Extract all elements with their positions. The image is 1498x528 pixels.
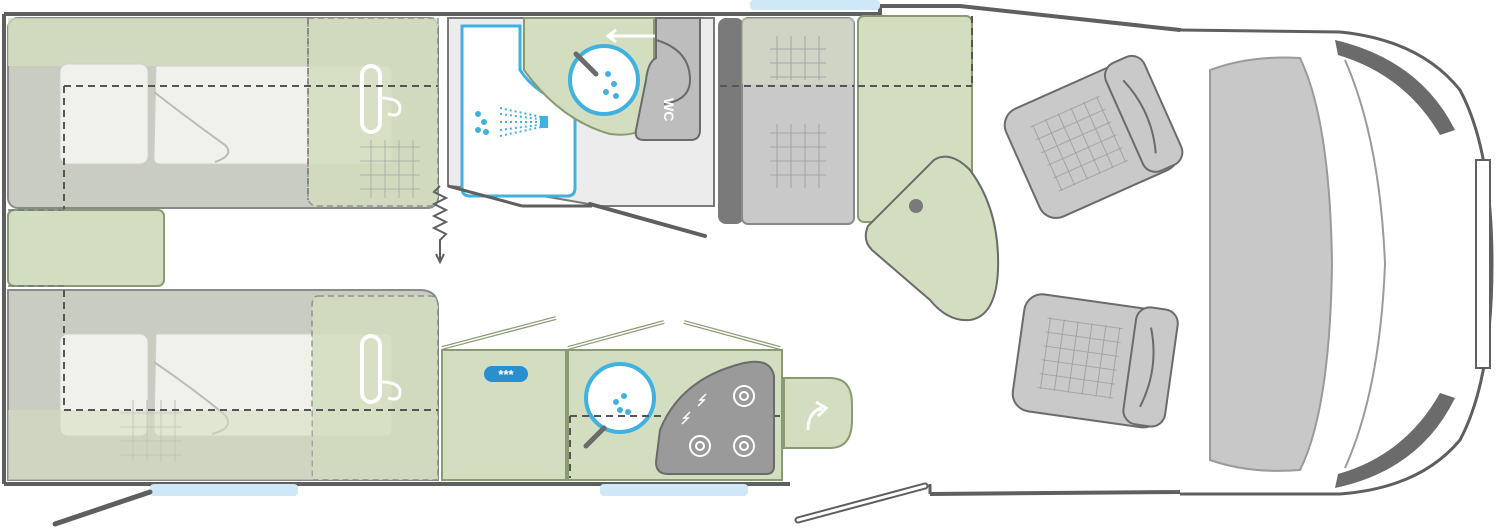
ladder-spring [431, 185, 449, 260]
water-drops-icon [603, 71, 619, 99]
bed-bottom [7, 289, 439, 481]
bed-top-quilt [360, 140, 420, 198]
water-drops-icon [475, 111, 489, 135]
bed-top-green-wall [8, 18, 308, 66]
passenger-seat [1011, 293, 1179, 429]
hanger-icon [360, 334, 402, 404]
fridge-badge-label: *** [498, 367, 514, 382]
bed-bottom-wardrobe [311, 295, 439, 481]
fridge-badge [484, 366, 528, 382]
hob [654, 360, 775, 475]
kitchen-sink [584, 362, 656, 434]
bed-top-fold [153, 91, 230, 163]
swivel-arrow-head [815, 400, 829, 418]
window-bottom-left [150, 484, 298, 496]
bathroom: WC [447, 17, 715, 238]
dashboard [1209, 56, 1334, 472]
sink-tap [583, 425, 607, 449]
driver-seat [1003, 54, 1184, 219]
windshield-left [1335, 40, 1455, 135]
window-bottom-mid [600, 484, 748, 496]
gas-burner-icon [689, 435, 711, 457]
shower-tray [460, 24, 577, 198]
side-seat-dash [858, 16, 973, 87]
bathroom-door [588, 202, 707, 238]
shower-icon [499, 107, 548, 137]
toilet [634, 17, 701, 141]
windshield-right [1335, 393, 1455, 488]
water-drops-icon [613, 393, 631, 415]
grille [1475, 159, 1491, 369]
basin-tap [573, 51, 599, 77]
bench-step [7, 209, 165, 287]
swivel-cabinet [783, 377, 853, 449]
table-leg-icon [909, 199, 923, 213]
dining-table [864, 155, 1000, 322]
entry-door-inner [796, 484, 927, 522]
bed-top-pillow [59, 63, 149, 165]
rear-bench [718, 17, 855, 225]
kitchen: *** [441, 316, 853, 481]
bed-bottom-green-base [8, 410, 312, 480]
cupboard-flap-2b [567, 321, 665, 349]
table-top [864, 155, 1000, 322]
bench-backrest [718, 18, 744, 224]
rear-door [52, 489, 153, 527]
gas-burner-icon [733, 435, 755, 457]
cupboard-flap-1b [441, 317, 557, 349]
gas-burner-icon [733, 385, 755, 407]
cupboard-flap-3b [683, 321, 781, 349]
bathroom-wall-cut [447, 184, 523, 208]
window-top [750, 0, 880, 10]
bed-top [7, 17, 439, 282]
toilet-label: WC [661, 98, 677, 121]
toilet-seat [655, 39, 692, 105]
windshield-edge [1344, 59, 1387, 469]
hanger-icon [360, 64, 402, 134]
hob-spark [681, 393, 707, 425]
ladder-arrow [435, 253, 445, 265]
bench-quilt-top [770, 36, 826, 80]
swivel-arrow-icon [806, 406, 823, 431]
wall-top-right [760, 6, 882, 16]
bench-quilt-seat [770, 124, 826, 188]
